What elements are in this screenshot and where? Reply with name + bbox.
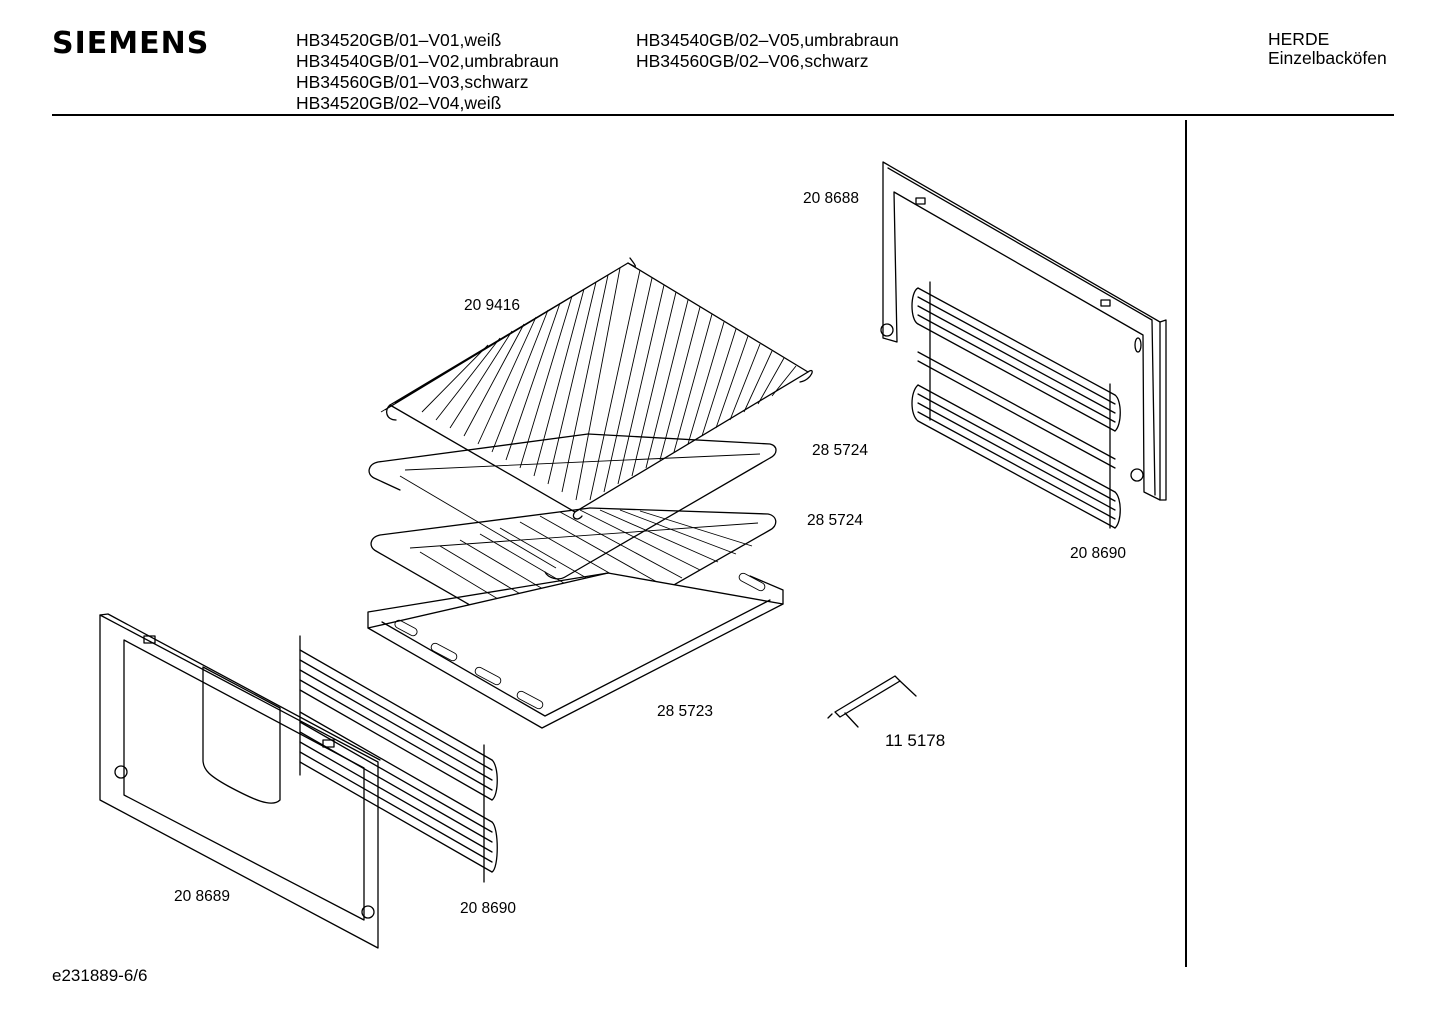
brand-logo: SIEMENS	[52, 26, 210, 61]
hinge-pin	[827, 675, 917, 728]
tray-lower	[370, 507, 777, 653]
label-side-rack-right: 20 8690	[1070, 545, 1126, 562]
rack-grid	[380, 257, 813, 520]
label-rear-frame: 20 8688	[803, 190, 859, 207]
model-line: HB34560GB/01–V03,schwarz	[296, 72, 529, 92]
label-side-rack-left: 20 8690	[460, 900, 516, 917]
model-line: HB34560GB/02–V06,schwarz	[636, 51, 869, 71]
baking-sheet	[367, 572, 784, 729]
side-rack-right	[911, 281, 1121, 529]
label-baking-sheet: 28 5723	[657, 703, 713, 720]
header-divider	[52, 114, 1394, 116]
label-hinge-pin: 11 5178	[885, 731, 945, 750]
model-line: HB34520GB/02–V04,weiß	[296, 93, 502, 113]
label-front-frame: 20 8689	[174, 888, 230, 905]
model-line: HB34520GB/01–V01,weiß	[296, 30, 502, 50]
model-line: HB34540GB/01–V02,umbrabraun	[296, 51, 559, 71]
category-sub: Einzelbacköfen	[1268, 48, 1387, 68]
front-frame	[99, 613, 381, 949]
label-tray-lower: 28 5724	[807, 512, 863, 529]
label-tray-upper: 28 5724	[812, 442, 868, 459]
side-divider	[1185, 120, 1187, 967]
model-line: HB34540GB/02–V05,umbrabraun	[636, 30, 899, 50]
rear-frame	[880, 161, 1167, 501]
category-main: HERDE	[1268, 29, 1330, 49]
model-list-2: HB34540GB/02–V05,umbrabraun HB34560GB/02…	[636, 30, 899, 72]
model-list-1: HB34520GB/01–V01,weiß HB34540GB/01–V02,u…	[296, 30, 559, 114]
side-rack-left	[299, 635, 498, 883]
document-code: e231889-6/6	[52, 966, 148, 985]
category-label: HERDE Einzelbacköfen	[1268, 30, 1387, 68]
label-rack-grid: 20 9416	[464, 297, 520, 314]
